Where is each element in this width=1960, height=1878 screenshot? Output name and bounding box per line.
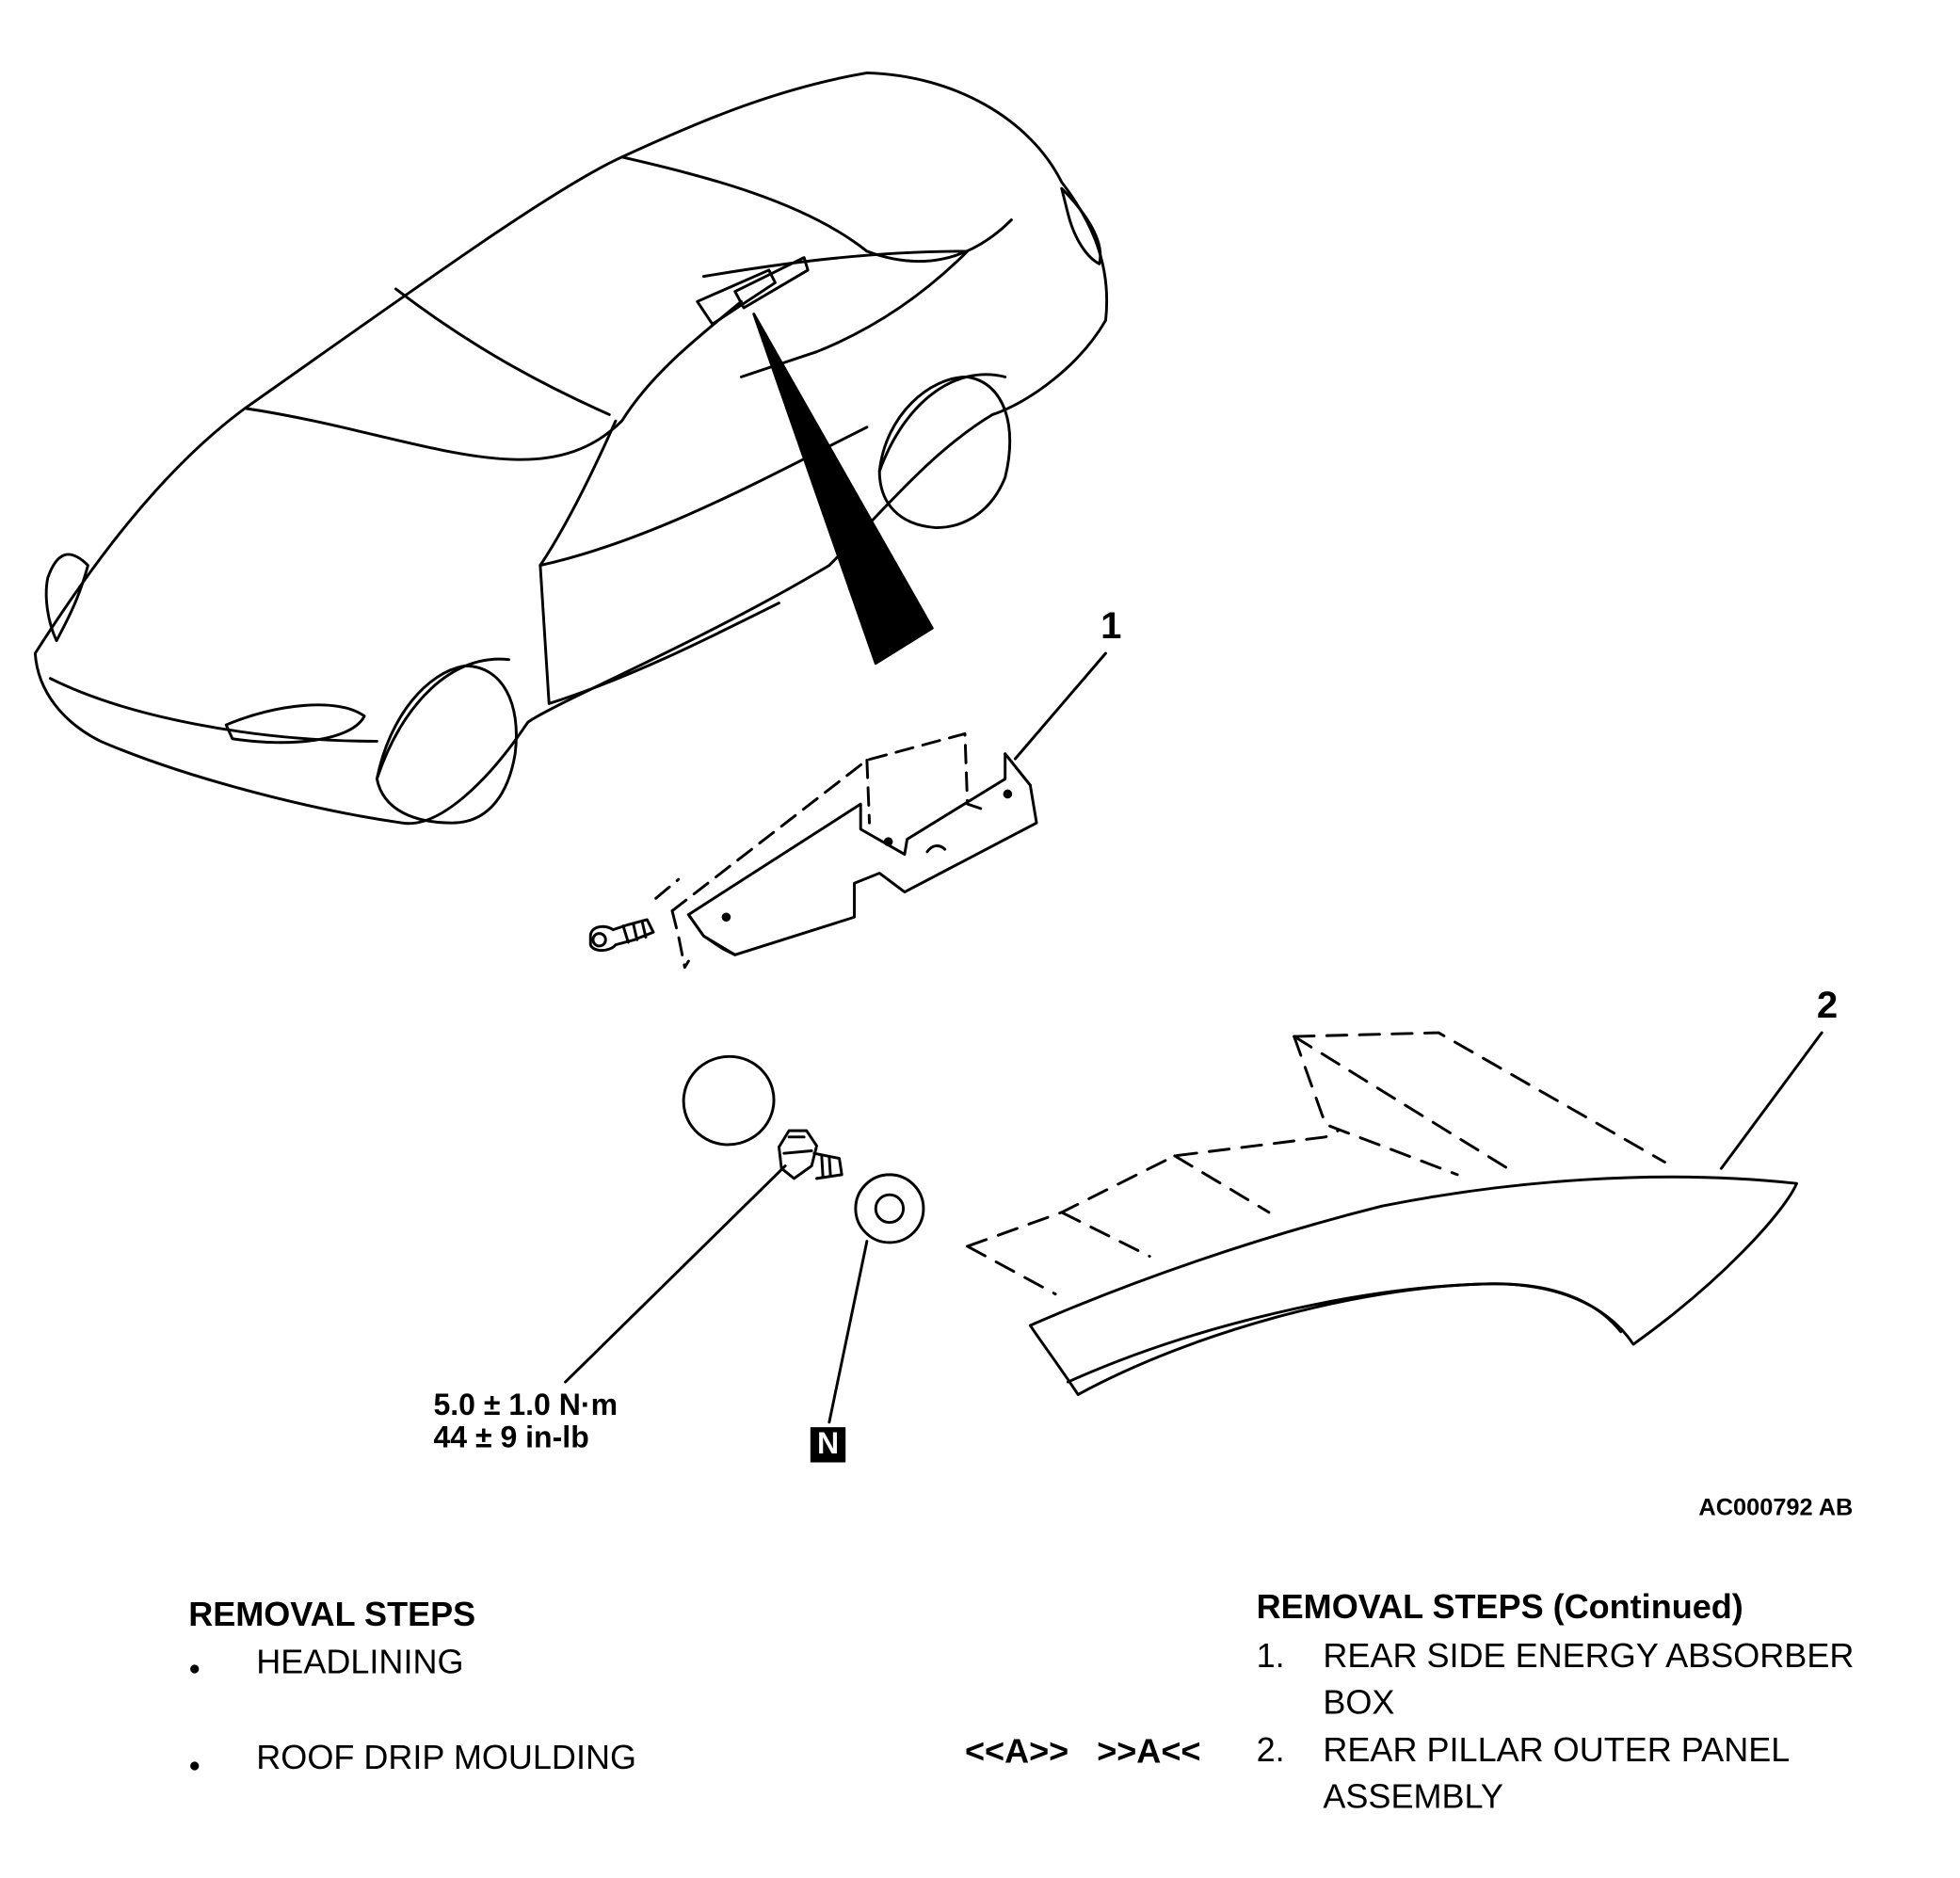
bullet-2: ●	[188, 1755, 201, 1777]
pointer-wedge	[752, 313, 934, 666]
bullet-1: ●	[188, 1658, 201, 1680]
part-2-rear-pillar-panel	[1028, 1175, 1798, 1396]
removal-step-headlining: HEADLINING	[256, 1643, 464, 1681]
car-outline	[33, 71, 1109, 826]
step-1-line-2: BOX	[1323, 1683, 1395, 1722]
step-1-number: 1.	[1256, 1637, 1285, 1676]
torque-imperial: 44 ± 9 in-lb	[433, 1421, 589, 1455]
figure-code: AC000792 AB	[1698, 1495, 1854, 1522]
leader-part-1	[1013, 651, 1107, 761]
step-2-line-2: ASSEMBLY	[1323, 1777, 1503, 1816]
leader-torque	[564, 1164, 787, 1384]
removal-steps-continued-heading: REMOVAL STEPS (Continued)	[1256, 1587, 1743, 1626]
part-1-dashed-outline	[654, 731, 988, 970]
grommet	[682, 1054, 776, 1147]
callout-part-1: 1	[1100, 605, 1122, 648]
step-1-line-1: REAR SIDE ENERGY ABSORBER	[1323, 1637, 1855, 1676]
torque-metric: 5.0 ± 1.0 N·m	[433, 1388, 619, 1422]
screw	[588, 918, 655, 953]
bolt	[777, 1129, 843, 1180]
leader-part-2	[1719, 1031, 1823, 1170]
washer	[854, 1173, 925, 1244]
leader-new-part	[827, 1240, 869, 1424]
step-2-line-1: REAR PILLAR OUTER PANEL	[1323, 1731, 1791, 1770]
new-part-symbol: N	[810, 1427, 846, 1463]
part-2-dashed-outline	[966, 1031, 1666, 1296]
step-2-number: 2.	[1256, 1731, 1285, 1770]
removal-step-roof-drip-moulding: ROOF DRIP MOULDING	[256, 1739, 637, 1777]
callout-part-2: 2	[1816, 985, 1839, 1027]
service-marks: <<A>> >>A<<	[964, 1732, 1201, 1771]
removal-steps-heading: REMOVAL STEPS	[188, 1595, 476, 1633]
part-1-energy-absorber-box	[686, 752, 1038, 956]
